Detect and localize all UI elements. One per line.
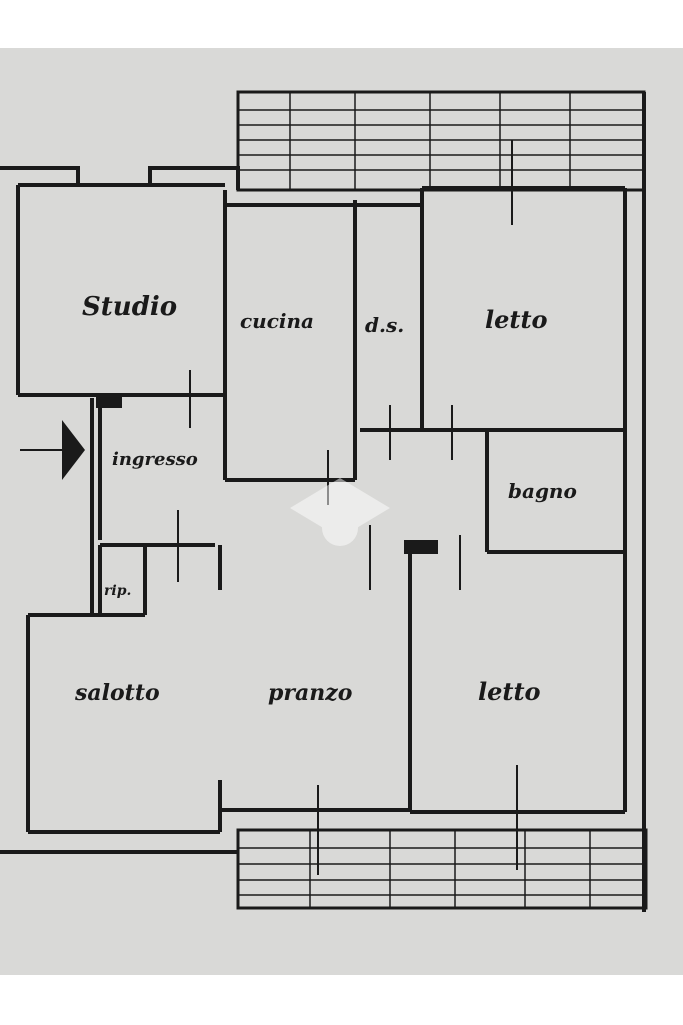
entrance-arrow-icon [62,420,85,480]
door-marks [20,140,518,875]
room-label-ds: d.s. [365,313,404,337]
room-label-ingresso: ingresso [112,449,198,470]
room-label-pranzo: pranzo [268,680,352,706]
watermark-logo [290,478,390,546]
room-label-bagno: bagno [508,479,577,503]
walls [0,92,646,912]
room-label-salotto: salotto [74,680,160,706]
room-label-letto-bottom: letto [478,677,541,706]
room-label-letto-top: letto [485,305,548,334]
room-label-cucina: cucina [240,309,314,333]
room-label-rip: rip. [104,583,131,599]
top-balcony [236,90,646,192]
room-label-studio: Studio [82,292,177,322]
bottom-balcony [236,828,648,910]
